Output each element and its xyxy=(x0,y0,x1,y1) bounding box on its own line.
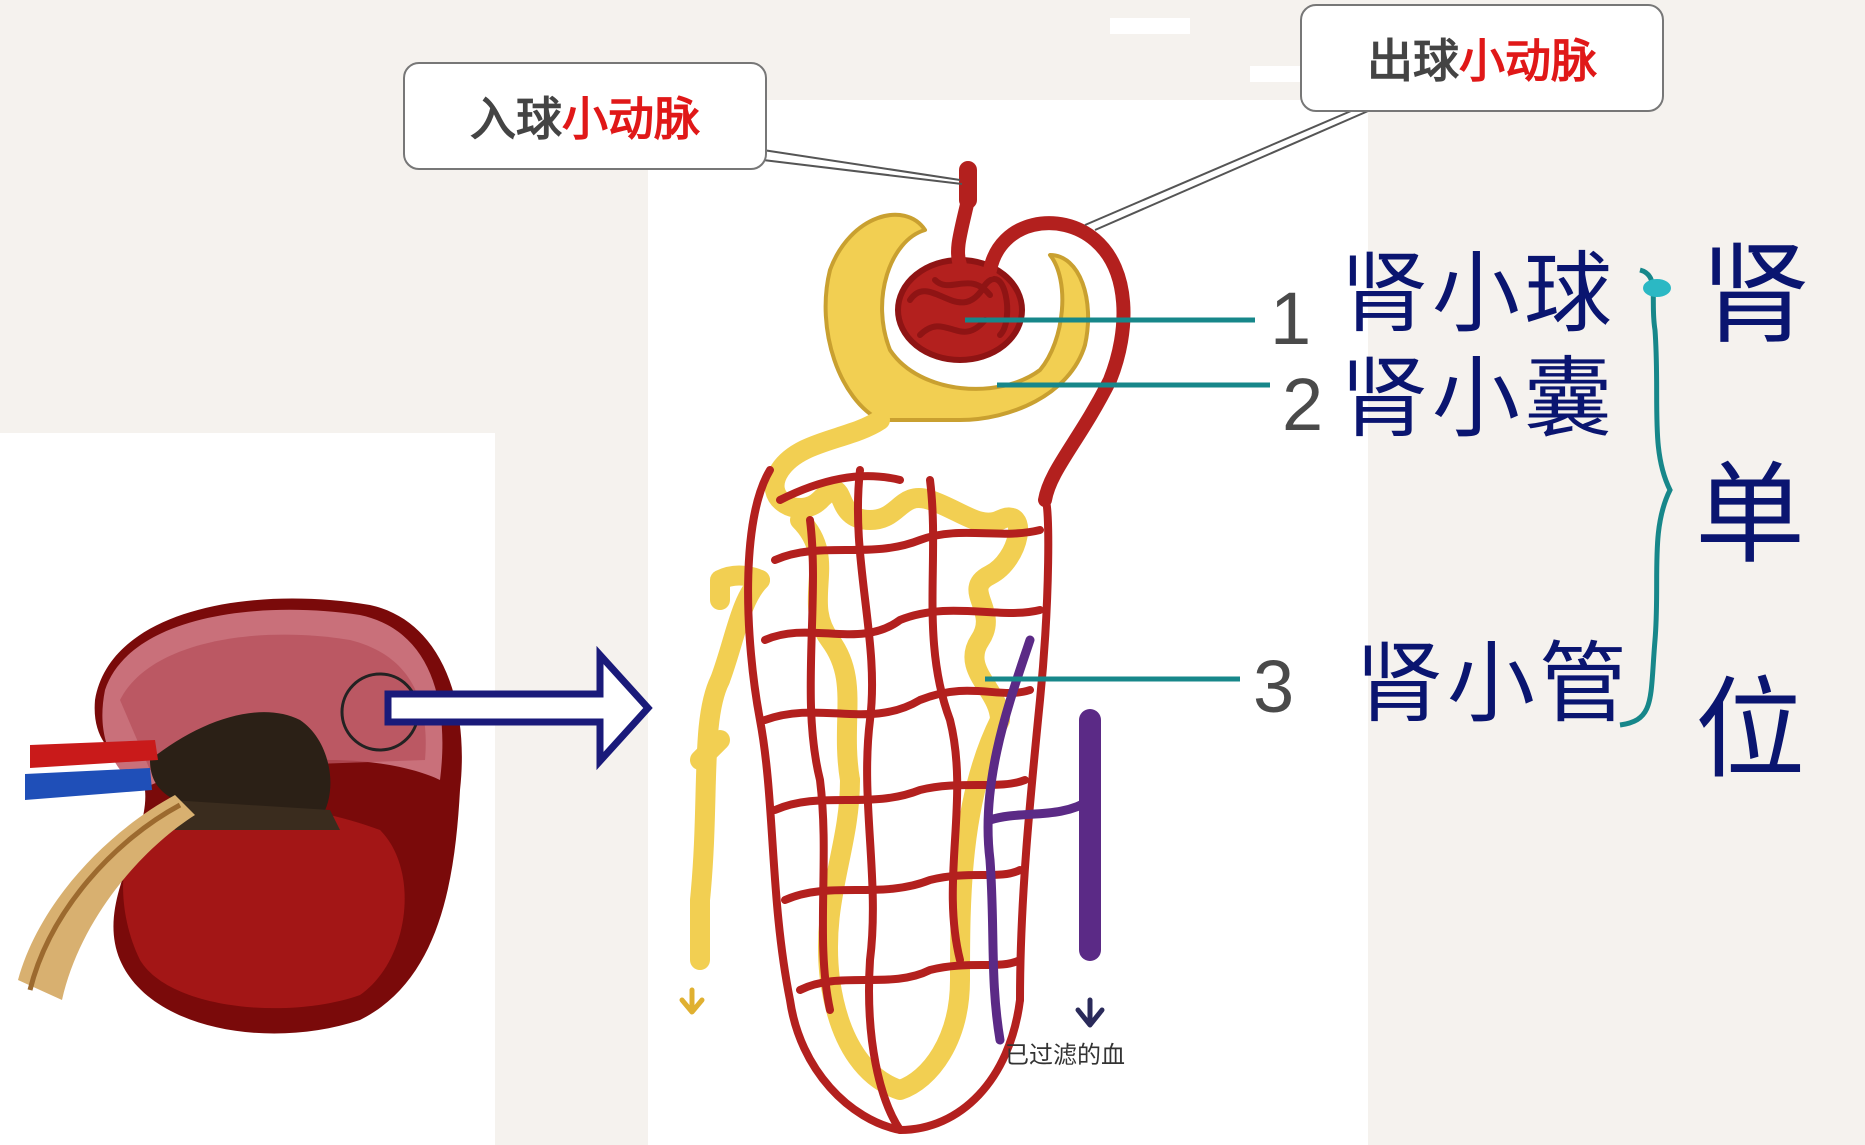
label-term-glomerulus: 肾小球 xyxy=(1340,250,1616,338)
label-number-2: 2 xyxy=(1282,368,1323,442)
label-number-1: 1 xyxy=(1270,282,1311,356)
callout-pointers xyxy=(763,105,1375,230)
afferent-prefix: 入球 xyxy=(470,83,562,149)
unit-char-1: 肾 xyxy=(1700,240,1810,350)
efferent-arteriole-callout: 出球 小动脉 xyxy=(1300,4,1664,112)
efferent-prefix: 出球 xyxy=(1367,25,1459,91)
label-number-3: 3 xyxy=(1253,650,1294,724)
unit-char-2: 单 xyxy=(1695,460,1805,570)
kidney-illustration xyxy=(18,599,462,1034)
nephron-illustration xyxy=(682,170,1124,1130)
efferent-highlight: 小动脉 xyxy=(1459,25,1597,91)
figure-caption: 已过滤的血 xyxy=(1005,1035,1125,1070)
label-term-renal-capsule: 肾小囊 xyxy=(1340,355,1616,443)
label-term-renal-tubule: 肾小管 xyxy=(1355,640,1631,728)
afferent-arteriole-callout: 入球 小动脉 xyxy=(403,62,767,170)
afferent-highlight: 小动脉 xyxy=(562,83,700,149)
unit-char-3: 位 xyxy=(1695,675,1805,785)
